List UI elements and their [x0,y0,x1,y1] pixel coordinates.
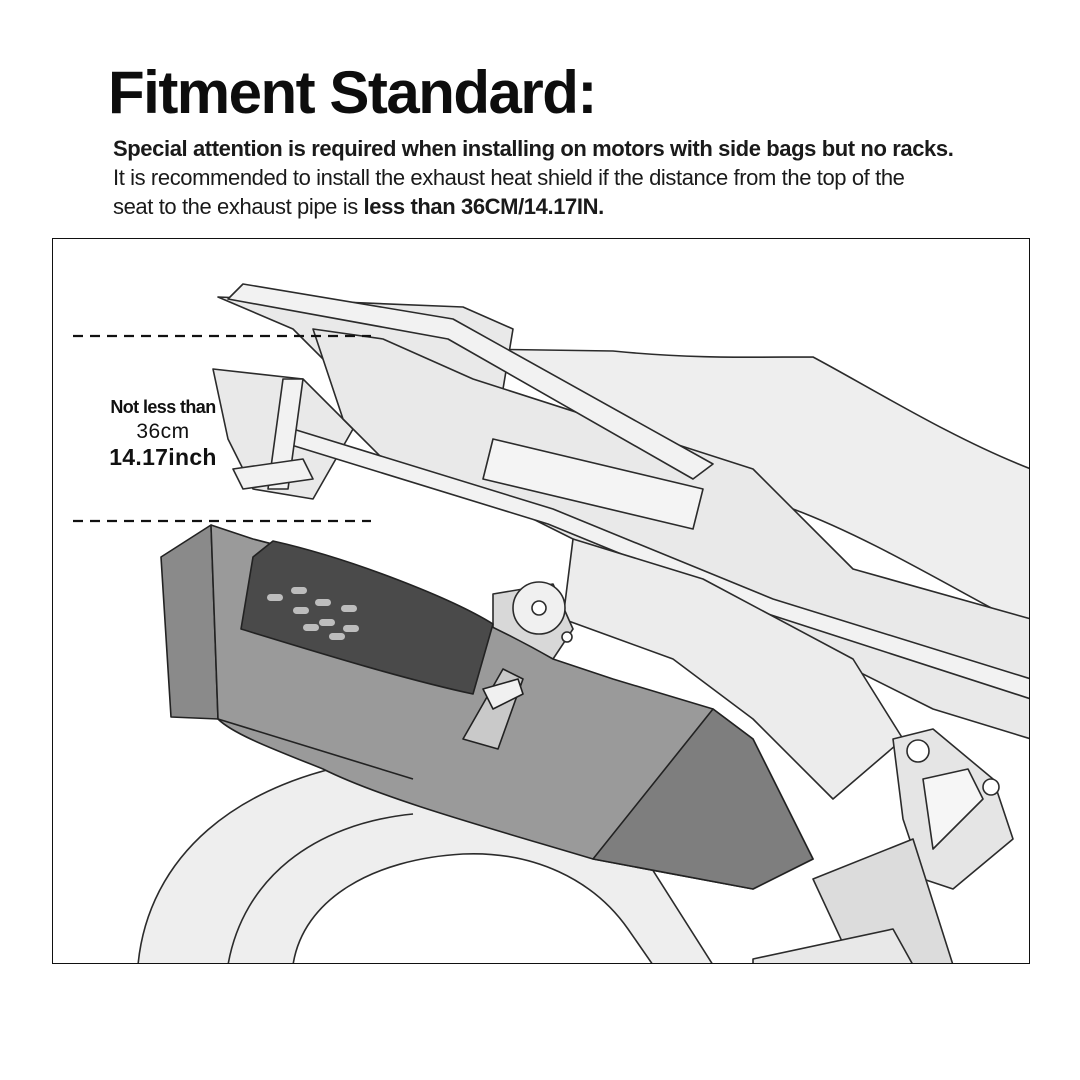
recommendation-note: It is recommended to install the exhaust… [113,165,905,190]
fitment-notes: Special attention is required when insta… [113,134,1063,221]
lower-rail [287,428,1029,700]
wheel-rim [292,853,653,963]
muffler-tail-section [592,708,814,890]
muffler-end-cap [160,524,219,720]
page-title: Fitment Standard: [108,59,597,126]
subframe-bar [227,283,714,480]
distance-metric: 36cm [136,420,190,443]
distance-label-prefix: Not less than [110,397,216,417]
heat-shield-plate [240,540,494,695]
recommendation-note-cont: seat to the exhaust pipe is [113,194,364,219]
heat-shield-vents [267,587,359,640]
distance-threshold: less than 36CM/14.17IN. [363,194,605,219]
motorcycle-exhaust-diagram: Not less than 36cm 14.17inch [52,238,1030,964]
motorcycle-illustration [73,283,1029,963]
attention-note: Special attention is required when insta… [113,136,954,161]
distance-imperial: 14.17inch [109,444,217,470]
distance-label: Not less than 36cm 14.17inch [93,397,233,471]
